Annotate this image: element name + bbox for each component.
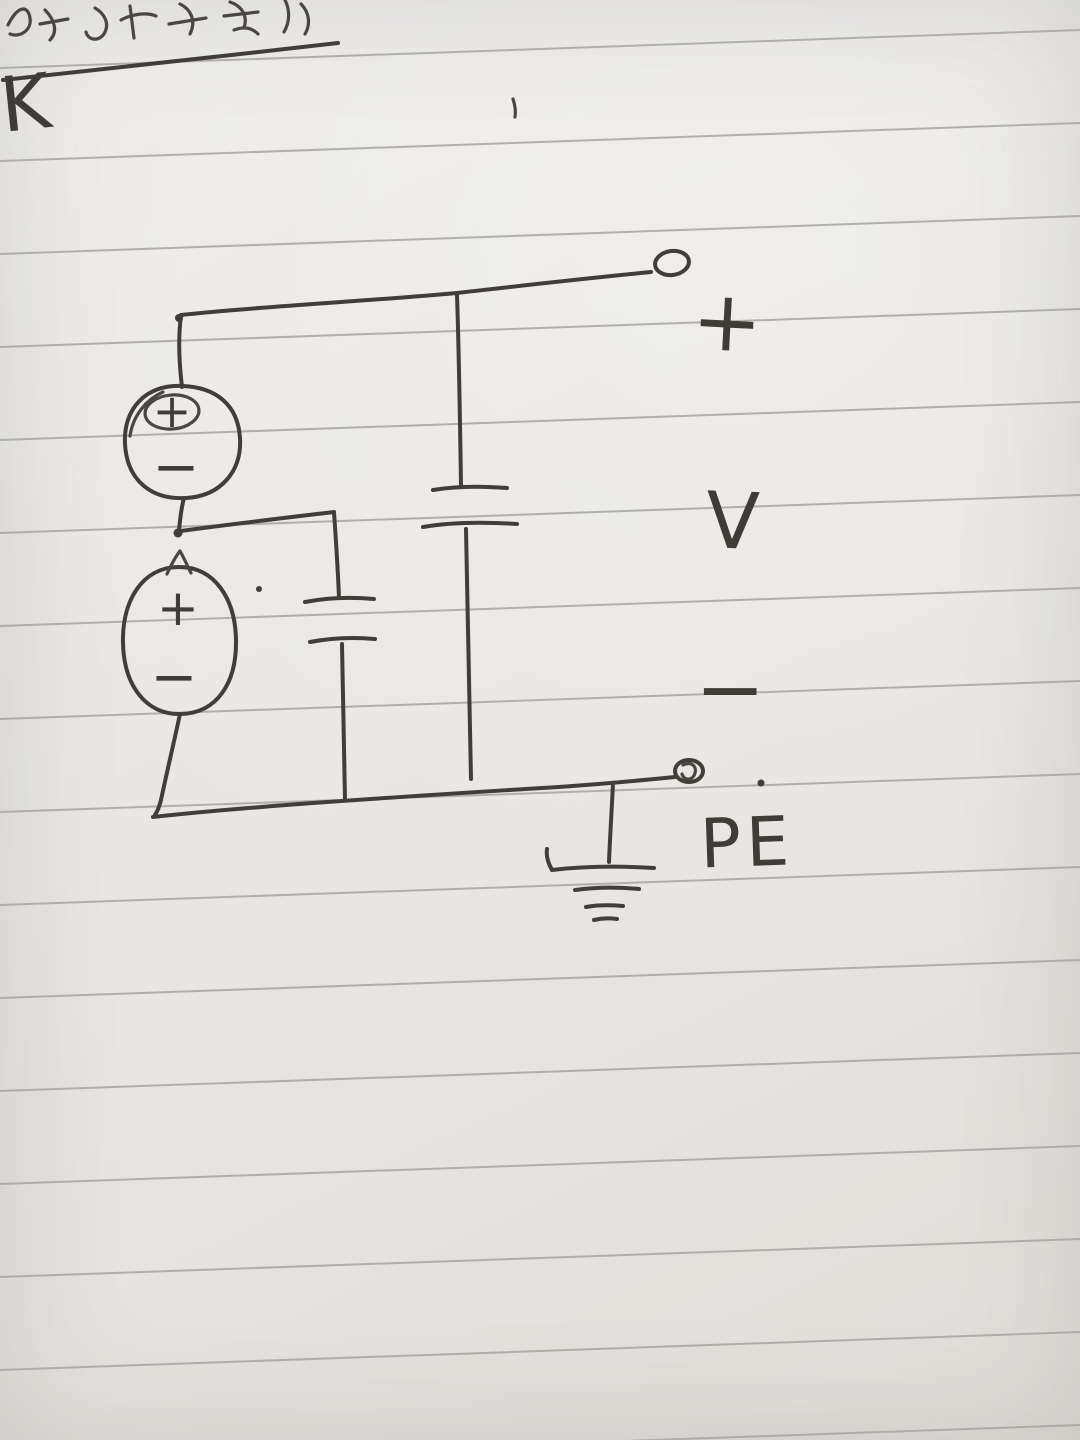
capacitor-1-bottom-plate	[421, 520, 519, 529]
capacitor-1-top-plate	[431, 484, 509, 492]
wire-top	[179, 270, 653, 317]
tick-mark	[511, 97, 517, 119]
voltage-source-1: + −	[122, 383, 243, 501]
wire-source1-lead	[177, 314, 184, 389]
source2-plus: +	[157, 579, 199, 637]
source1-minus: −	[153, 435, 200, 500]
wire-between-sources	[177, 496, 186, 533]
handwriting-scribble	[1, 0, 340, 82]
wire-bottom	[151, 775, 677, 819]
wire-mid-tap	[179, 510, 336, 533]
capacitor-2-bottom-plate	[308, 636, 377, 644]
voltage-source-2: + −	[120, 549, 239, 717]
source1-plus: +	[153, 384, 192, 438]
stray-marks	[256, 97, 765, 787]
circuit-sketch: + − + −	[120, 248, 796, 922]
negative-terminal	[673, 758, 705, 784]
margin-letter: K	[0, 56, 57, 150]
ground-symbol	[544, 847, 656, 922]
label-ground-pe: PE	[699, 802, 796, 884]
wire-source2-lead	[153, 712, 182, 817]
ink-dot	[757, 779, 765, 787]
plus-circle	[143, 393, 201, 431]
label-output-voltage: V	[704, 476, 760, 568]
capacitor-2	[303, 510, 377, 802]
capacitor-1	[421, 293, 519, 781]
ruled-lines	[0, 29, 1080, 1440]
source2-minus: −	[151, 645, 198, 710]
label-output-negative: −	[695, 640, 765, 738]
label-output-positive: +	[689, 271, 764, 373]
scribble-underline	[1, 41, 340, 82]
ink-dot	[256, 586, 262, 592]
capacitor-2-top-plate	[303, 596, 376, 604]
wire-ground-lead	[607, 781, 615, 864]
positive-terminal	[653, 248, 691, 278]
